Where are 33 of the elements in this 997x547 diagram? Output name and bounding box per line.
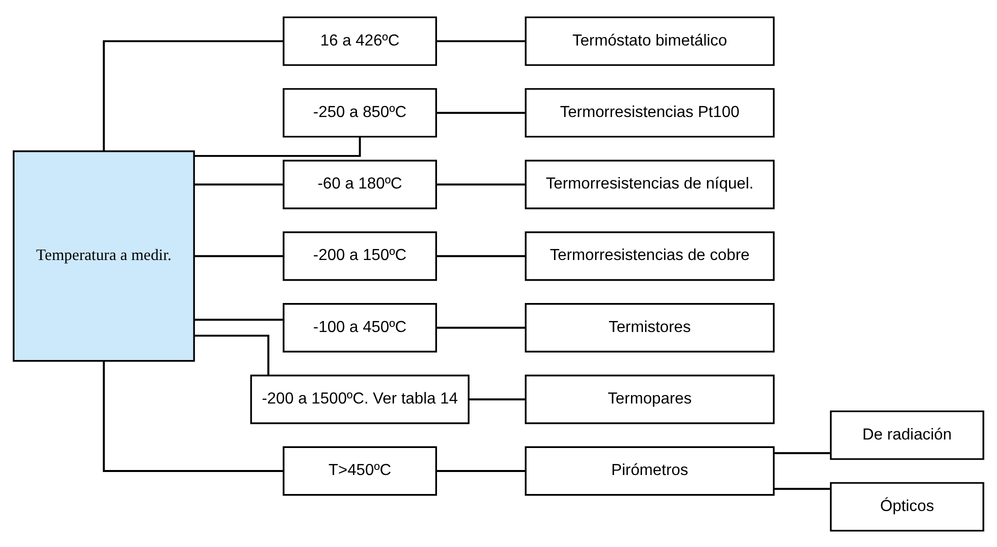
node-box: Termóstato bimetálico (524, 16, 775, 66)
connector (469, 398, 526, 400)
node-box: De radiación (830, 410, 984, 460)
connector (774, 487, 831, 490)
node-box: Termorresistencias Pt100 (524, 88, 775, 138)
node-box: Termistores (524, 302, 775, 352)
node-box: -60 a 180ºC (282, 159, 438, 209)
node-box: Termorresistencias de cobre (524, 230, 775, 280)
node-box: T>450ºC (282, 446, 438, 496)
connector (102, 40, 284, 151)
node-box: Termopares (524, 374, 775, 424)
connector (194, 318, 284, 320)
connector (102, 360, 284, 472)
connector (436, 326, 526, 328)
node-box: -200 a 1500ºC. Ver tabla 14 (250, 374, 470, 424)
node-box: Pirómetros (524, 446, 775, 496)
connector (436, 470, 526, 472)
connector (194, 334, 270, 375)
connector (436, 111, 526, 114)
connector (194, 182, 284, 185)
connector (436, 254, 526, 257)
node-box: -200 a 150ºC (282, 230, 438, 280)
node-box: -100 a 450ºC (282, 302, 438, 352)
connector (436, 40, 526, 42)
connector (194, 136, 361, 156)
node-box: Termorresistencias de níquel. (524, 159, 775, 209)
connector (774, 452, 831, 454)
node-box: -250 a 850ºC (282, 88, 438, 138)
connector (194, 254, 284, 257)
connector (436, 182, 526, 185)
node-box: Ópticos (830, 482, 984, 532)
node-box: Temperatura a medir. (12, 150, 195, 362)
node-box: 16 a 426ºC (282, 16, 438, 66)
